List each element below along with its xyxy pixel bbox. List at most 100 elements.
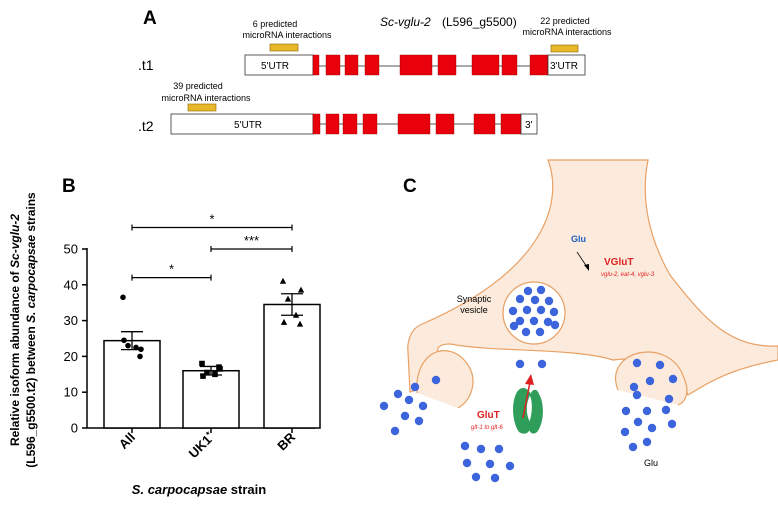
data-point-uk1-3: [204, 369, 210, 376]
glutamate-dot-bottom-2: [476, 444, 486, 454]
t1-exon-9: [529, 54, 549, 76]
t1-exon-6: [437, 54, 457, 76]
y-axis-title-line-1: Relative isoform abundance of Sc-vglu-2: [8, 214, 22, 446]
data-point-all-2: [138, 346, 144, 353]
panel-c-label: C: [403, 176, 417, 197]
vglut-arrowhead: [584, 264, 589, 271]
significance-label-3: *: [169, 262, 174, 277]
membrane-bulge-left: [416, 350, 474, 409]
glutamate-dot-bottom-7: [490, 473, 500, 483]
data-point-uk1-6: [216, 364, 222, 370]
t2-exon-8: [500, 113, 522, 135]
data-point-br-4: [292, 311, 300, 318]
glutamate-dot-right-1: [632, 358, 642, 368]
panel-a-label: A: [143, 8, 157, 29]
glu-label-bottom: Glu: [644, 458, 658, 468]
glutamate-dot-cleft-2: [537, 359, 547, 369]
transporter-subunit-left: [513, 388, 531, 434]
glutamate-dot-right-5: [629, 382, 639, 392]
x-axis-title: S. carpocapsae strain: [132, 482, 266, 497]
glutamate-dot-vesicle-11: [529, 316, 539, 326]
t1-3utr-mirna-count: 22 predicted: [540, 16, 590, 26]
t1-exon-1: [312, 54, 320, 76]
data-point-uk1-5: [200, 373, 206, 379]
glutamate-dot-right-13: [647, 423, 657, 433]
t1-exon-3: [344, 54, 359, 76]
glutamate-dot-left-9: [390, 426, 400, 436]
t2-5utr-mirna-label: microRNA interactions: [161, 93, 251, 103]
vesicle-label-line2: vesicle: [460, 305, 488, 315]
glutamate-dot-bottom-1: [460, 441, 470, 451]
glutamate-dot-bottom-6: [471, 472, 481, 482]
bar-all: [103, 339, 161, 429]
glutamate-dot-vesicle-15: [509, 321, 519, 331]
y-tick-label-20: 20: [64, 349, 78, 364]
data-point-uk1-4: [212, 371, 218, 378]
data-point-all-1: [120, 294, 126, 301]
glutamate-dot-vesicle-4: [530, 295, 540, 305]
data-point-br-2: [297, 286, 305, 293]
glutamate-dot-vesicle-10: [515, 316, 525, 326]
glu-label-top: Glu: [571, 234, 586, 244]
t2-exon-6: [435, 113, 455, 135]
x-tick-mark-uk1: *: [204, 429, 214, 439]
significance-label-1: *: [209, 212, 214, 227]
t2-exon-7: [473, 113, 496, 135]
glutamate-dot-right-8: [621, 406, 631, 416]
glutamate-dot-left-6: [418, 401, 428, 411]
gene-id: (L596_g5500): [442, 15, 517, 29]
vglut-arrow: [576, 251, 588, 268]
t1-exon-4: [364, 54, 380, 76]
t2-exon-1: [312, 113, 321, 135]
t2-5utr-label: 5'UTR: [234, 120, 262, 131]
t2-exons: [312, 113, 522, 135]
transporter-subunit-right: [528, 389, 543, 434]
y-tick-label-30: 30: [64, 313, 78, 328]
x-tick-label-all: All: [116, 430, 138, 452]
t1-exon-2: [325, 54, 341, 76]
vesicle-label-line1: Synaptic: [457, 294, 492, 304]
panel-a-gene-structure: A Sc-vglu-2 (L596_g5500) 6 predicted mic…: [138, 8, 612, 135]
glutamate-molecules: [379, 285, 678, 483]
glutamate-dot-left-2: [410, 382, 420, 392]
glutamate-dot-vesicle-9: [549, 307, 559, 317]
data-point-br-5: [280, 318, 288, 325]
t2-exon-4: [362, 113, 378, 135]
t1-exons: [312, 54, 549, 76]
glutamate-dot-vesicle-2: [536, 285, 546, 295]
glutamate-dot-bottom-8: [505, 461, 515, 471]
glutamate-dot-right-3: [668, 374, 678, 384]
t1-5utr-mirna-label: microRNA interactions: [242, 30, 332, 40]
t2-exon-3: [342, 113, 358, 135]
glutamate-dot-right-9: [642, 406, 652, 416]
glutamate-dot-right-15: [642, 437, 652, 447]
glutamate-dot-bottom-3: [494, 444, 504, 454]
glutamate-dot-vesicle-3: [515, 294, 525, 304]
glutamate-dot-left-5: [379, 401, 389, 411]
t1-5utr-mirna-count: 6 predicted: [253, 19, 298, 29]
glutamate-dot-vesicle-1: [523, 286, 533, 296]
transport-arrowhead: [525, 374, 534, 385]
t2-5utr-mirna-count: 39 predicted: [173, 81, 223, 91]
glutamate-transporter: [513, 374, 543, 434]
t1-3utr-box: [547, 54, 586, 76]
data-point-br-6: [296, 320, 304, 327]
gene-name: Sc-vglu-2: [380, 15, 431, 29]
y-tick-label-10: 10: [64, 385, 78, 400]
panel-c-synapse: C Glu VGluT vglu-2, eat-4, vglu-3 Synapt…: [379, 159, 778, 483]
data-point-br-1: [279, 277, 287, 284]
data-point-uk1-1: [199, 360, 205, 367]
t1-exon-5: [399, 54, 433, 76]
glutamate-dot-cleft-1: [515, 359, 525, 369]
y-tick-label-40: 40: [64, 277, 78, 292]
data-point-all-5: [121, 337, 127, 344]
data-point-br-3: [284, 295, 292, 302]
data-point-all-6: [137, 353, 143, 360]
transport-arrow: [522, 381, 531, 419]
glutamate-dot-right-6: [632, 390, 642, 400]
glutamate-dot-bottom-5: [462, 458, 472, 468]
glutamate-dot-bottom-4: [485, 459, 495, 469]
significance-label-2: ***: [244, 233, 259, 248]
t1-5utr-mirna-site: [269, 43, 299, 52]
